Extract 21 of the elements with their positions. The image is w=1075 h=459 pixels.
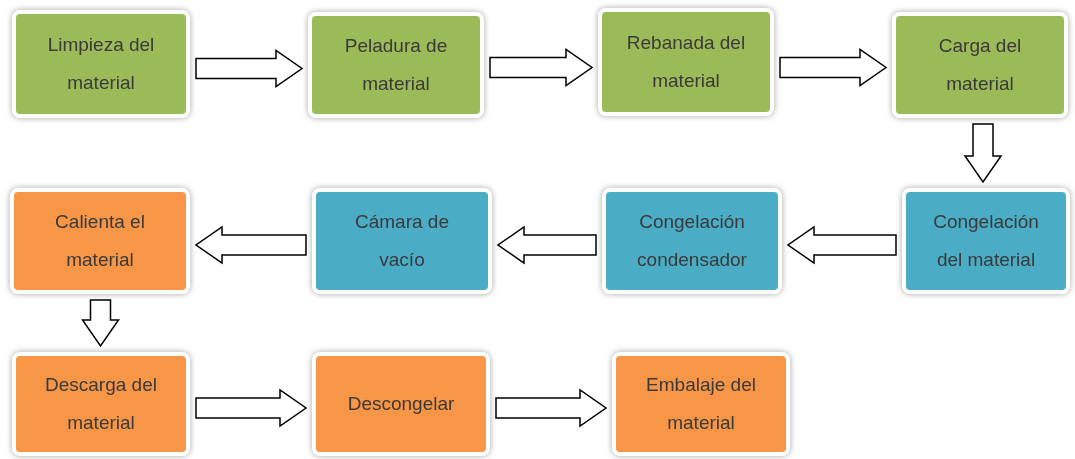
step-label: Congelación condensador <box>636 210 748 272</box>
block-arrow <box>194 225 307 265</box>
block-arrow <box>81 299 120 348</box>
block-arrow <box>786 225 897 265</box>
step-label: Carga del material <box>937 34 1023 96</box>
step-label: Embalaje del material <box>645 373 757 435</box>
step-label: Congelación del material <box>932 210 1040 272</box>
block-arrow <box>195 388 308 428</box>
block-arrow <box>195 49 304 88</box>
step-label: Descongelar <box>347 392 455 416</box>
step-label: Descarga del material <box>44 373 158 435</box>
block-arrow <box>963 123 1003 184</box>
step-label: Calienta el material <box>54 210 146 272</box>
step-label: Cámara de vacío <box>354 210 450 272</box>
block-arrow <box>495 388 608 428</box>
step-label: Limpieza del material <box>46 33 156 95</box>
block-arrow <box>489 48 594 87</box>
block-arrow <box>779 48 888 87</box>
step-label: Rebanada del material <box>626 31 746 93</box>
step-label: Peladura de material <box>343 34 449 96</box>
block-arrow <box>496 225 597 265</box>
